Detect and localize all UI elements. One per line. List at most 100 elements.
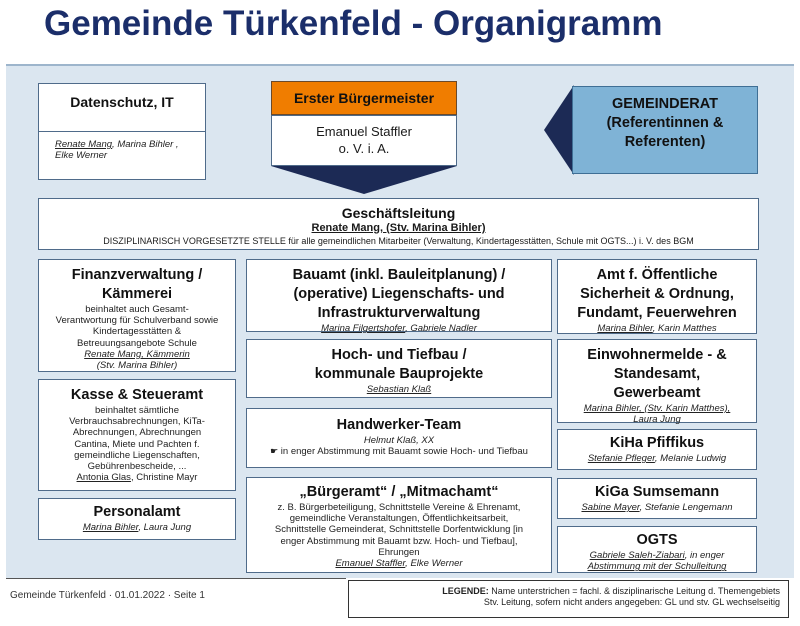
left-arrow-shape xyxy=(544,85,574,175)
legend-label: LEGENDE: xyxy=(442,586,489,596)
finanz-desc: Betreuungsangebote Schule xyxy=(77,337,197,349)
lead-name: Renate Mang, Kämmerin xyxy=(84,348,190,360)
kasse-desc: beinhaltet sämtliche xyxy=(95,405,179,416)
legend-box: LEGENDE: Name unterstrichen = fachl. & d… xyxy=(348,580,789,618)
finanzverwaltung-box: Finanzverwaltung / Kämmerei beinhaltet a… xyxy=(38,259,236,372)
staff-names: , Elke Werner xyxy=(405,558,463,570)
bauamt-title: Infrastrukturverwaltung xyxy=(317,305,481,321)
bauamt-title: Bauamt (inkl. Bauleitplanung) / xyxy=(292,267,506,283)
footer-text: Gemeinde Türkenfeld · 01.01.2022 · Seite… xyxy=(10,590,205,601)
buergermeister-name: Emanuel Staffler xyxy=(316,124,412,139)
staff-names: , Stefanie Lengemann xyxy=(639,502,733,513)
einwohner-title: Gewerbeamt xyxy=(613,385,701,401)
personalamt-box: Personalamt Marina Bihler, Laura Jung xyxy=(38,498,236,540)
buergeramt-box: „Bürgeramt“ / „Mitmachamt“ z. B. Bürgerb… xyxy=(246,477,552,573)
geschaeftsleitung-title: Geschäftsleitung xyxy=(341,205,456,221)
gemeinderat-sub: (Referentinnen & xyxy=(606,115,724,131)
lead-name: Antonia Glas xyxy=(76,472,131,484)
hochtiefbau-box: Hoch- und Tiefbau / kommunale Bauprojekt… xyxy=(246,339,552,398)
geschaeftsleitung-desc: DISZIPLINARISCH VORGESETZTE STELLE für a… xyxy=(103,236,694,246)
kiha-title: KiHa Pfiffikus xyxy=(609,435,705,451)
buergermeister-sub: o. V. i. A. xyxy=(338,141,390,156)
buergeramt-desc: Ehrungen xyxy=(378,546,420,558)
buergermeister-box: Emanuel Staffler o. V. i. A. xyxy=(271,115,457,166)
buergeramt-desc: z. B. Bürgerbeteiligung, Schnittstelle V… xyxy=(277,502,521,513)
ogts-box: OGTS Gabriele Saleh-Ziabari, in enger Ab… xyxy=(557,526,757,573)
kasse-desc: Abrechnungen, Abrechnungen xyxy=(72,427,202,439)
finanz-desc: Verantwortung für Schulverband sowie xyxy=(55,315,219,327)
buergermeister-label: Erster Bürgermeister xyxy=(293,90,435,106)
staff-names: , Laura Jung xyxy=(138,522,192,533)
hochtief-title: Hoch- und Tiefbau / xyxy=(331,347,467,363)
lead-name: Marina Bihler, (Stv. Karin Matthes), xyxy=(583,403,731,414)
finanz-desc: beinhaltet auch Gesamt- xyxy=(85,304,189,315)
datenschutz-staff: Renate Mang, Marina Bihler , Elke Werner xyxy=(55,139,179,161)
lead-name: Sebastian Klaß xyxy=(366,384,432,395)
legend-text: Stv. Leitung, sofern nicht anders angege… xyxy=(483,597,780,607)
einwohner-title: Standesamt, xyxy=(613,366,701,382)
gemeinderat-sub: Referenten) xyxy=(624,134,706,150)
finanz-title: Finanzverwaltung / xyxy=(71,267,203,283)
kiha-box: KiHa Pfiffikus Stefanie Pfleger, Melanie… xyxy=(557,429,757,470)
sicherheit-title: Amt f. Öffentliche xyxy=(596,267,718,283)
buergeramt-desc: enger Abstimmung mit Bauamt bzw. Hoch- u… xyxy=(280,535,518,547)
lead-name: Renate Mang xyxy=(55,139,113,150)
buergeramt-desc: Schnittstelle Gemeinderat, Schnittstelle… xyxy=(274,524,524,536)
buergermeister-header: Erster Bürgermeister xyxy=(271,81,457,115)
lead-name: Emanuel Staffler xyxy=(335,558,406,570)
staff-names: Elke Werner xyxy=(55,150,108,162)
ogts-title: OGTS xyxy=(636,532,678,548)
sicherheit-box: Amt f. Öffentliche Sicherheit & Ordnung,… xyxy=(557,259,757,334)
bauamt-title: (operative) Liegenschafts- und xyxy=(293,286,505,302)
lead-name: Sabine Mayer xyxy=(581,502,640,513)
staff-names: , in enger xyxy=(684,550,725,561)
kiga-title: KiGa Sumsemann xyxy=(594,484,720,500)
staff-names: (Stv. Marina Bihler) xyxy=(96,360,178,372)
buergeramt-desc: gemeindliche Veranstaltungen, Öffentlich… xyxy=(289,513,509,525)
gemeinderat-box: GEMEINDERAT (Referentinnen & Referenten) xyxy=(572,86,758,174)
buergeramt-title: „Bürgeramt“ / „Mitmachamt“ xyxy=(299,484,499,500)
einwohner-title: Einwohnermelde - & xyxy=(587,347,727,363)
kasse-desc: Verbrauchsabrechnungen, KiTa- xyxy=(69,416,205,428)
staff-names: , Marina Bihler , xyxy=(112,139,179,150)
kasse-desc: gemeindliche Liegenschaften, xyxy=(74,449,200,461)
staff-names: , Melanie Ludwig xyxy=(654,453,727,464)
datenschutz-title: Datenschutz, IT xyxy=(70,94,174,110)
kiga-box: KiGa Sumsemann Sabine Mayer, Stefanie Le… xyxy=(557,478,757,519)
gemeinderat-title: GEMEINDERAT xyxy=(611,96,719,112)
handwerker-note: in enger Abstimmung mit Bauamt sowie Hoc… xyxy=(280,446,528,458)
personal-title: Personalamt xyxy=(93,504,181,520)
staff-names: , Karin Matthes xyxy=(652,323,717,334)
staff-names: Helmut Klaß, XX xyxy=(363,435,435,446)
kasse-title: Kasse & Steueramt xyxy=(70,387,204,403)
divider xyxy=(39,131,205,132)
handwerker-title: Handwerker-Team xyxy=(336,417,462,433)
footer-divider xyxy=(6,578,346,579)
lead-name: Marina Bihler xyxy=(82,522,139,533)
legend-text: Name unterstrichen = fachl. & disziplina… xyxy=(488,586,780,596)
kasse-desc: Gebührenbescheide, ... xyxy=(87,461,187,473)
down-arrow-shape xyxy=(271,166,457,194)
kasse-box: Kasse & Steueramt beinhaltet sämtliche V… xyxy=(38,379,236,491)
lead-name: Marina Filgertshofer xyxy=(321,323,406,334)
kasse-desc: Cantina, Miete und Pachten f. xyxy=(74,438,200,450)
staff-names: , Christine Mayr xyxy=(130,472,198,484)
hochtief-title: kommunale Bauprojekte xyxy=(314,366,484,382)
lead-name: Stefanie Pfleger xyxy=(587,453,655,464)
sicherheit-title: Sicherheit & Ordnung, xyxy=(580,286,734,302)
bauamt-box: Bauamt (inkl. Bauleitplanung) / (operati… xyxy=(246,259,552,334)
sicherheit-title: Fundamt, Feuerwehren xyxy=(577,305,737,321)
lead-name: Marina Bihler xyxy=(597,323,653,334)
finanz-desc: Kindertagesstätten & xyxy=(92,326,182,338)
staff-names: , Gabriele Nadler xyxy=(405,323,477,334)
page-title: Gemeinde Türkenfeld - Organigramm xyxy=(44,4,663,43)
geschaeftsleitung-names: Renate Mang, (Stv. Marina Bihler) xyxy=(311,222,486,234)
staff-names: Abstimmung mit der Schulleitung xyxy=(587,561,727,573)
staff-names: Laura Jung xyxy=(633,414,681,426)
einwohner-box: Einwohnermelde - & Standesamt, Gewerbeam… xyxy=(557,339,757,426)
datenschutz-box: Datenschutz, IT Renate Mang, Marina Bihl… xyxy=(38,83,206,180)
geschaeftsleitung-box: Geschäftsleitung Renate Mang, (Stv. Mari… xyxy=(38,198,759,250)
lead-name: Gabriele Saleh-Ziabari xyxy=(589,550,685,561)
handwerker-box: Handwerker-Team Helmut Klaß, XX ☛ in eng… xyxy=(246,408,552,468)
finanz-title: Kämmerei xyxy=(101,286,173,302)
